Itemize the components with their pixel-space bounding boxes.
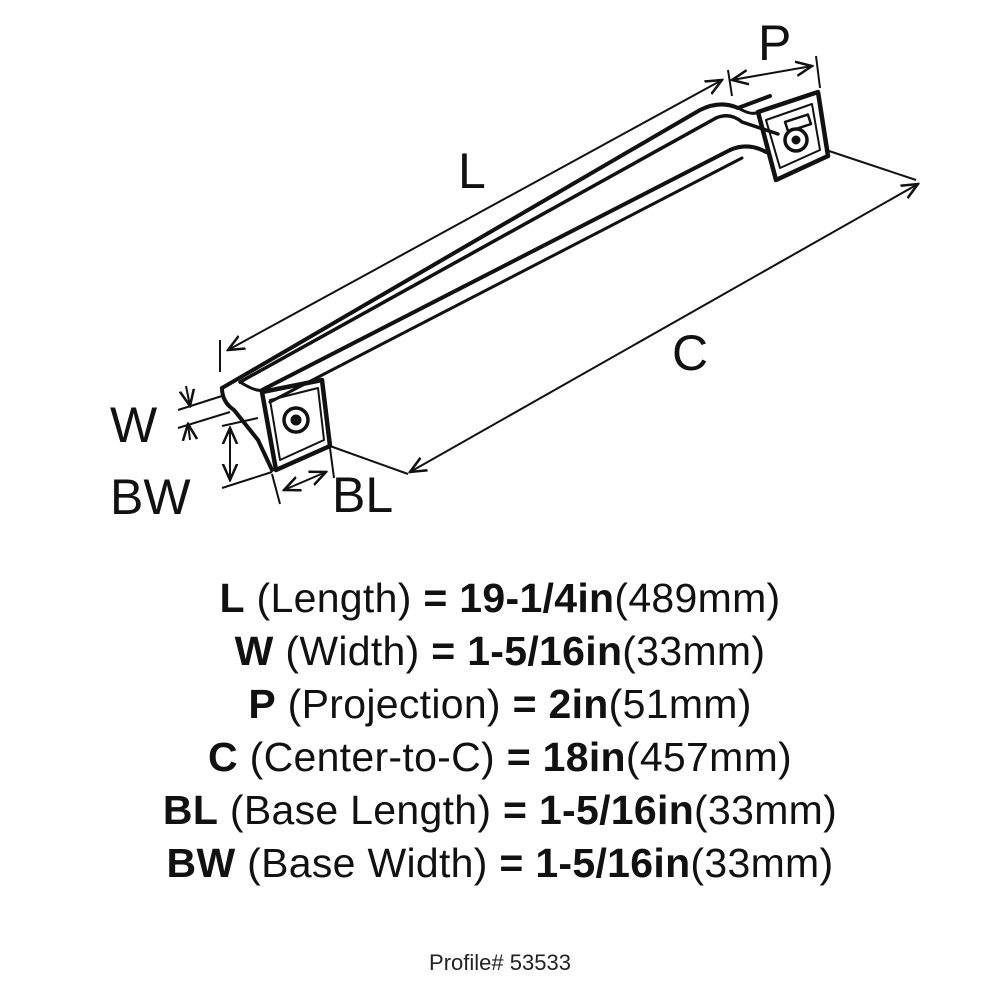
label-BW: BW [110, 469, 191, 525]
label-L: L [458, 143, 486, 199]
spec-projection: P (Projection) = 2in(51mm) [248, 681, 752, 727]
specification-list: L (Length) = 19-1/4in(489mm) W (Width) =… [0, 572, 1000, 890]
spec-base-width: BW (Base Width) = 1-5/16in(33mm) [166, 840, 834, 886]
dim-line-length [228, 80, 722, 350]
profile-number: Profile# 53533 [429, 950, 571, 975]
dim-line-center [410, 184, 918, 472]
spec-width: W (Width) = 1-5/16in(33mm) [234, 628, 766, 674]
dimension-lines [177, 55, 918, 505]
label-BL: BL [332, 467, 393, 523]
dim-line-projection [732, 66, 812, 80]
dim-line-width [186, 385, 190, 406]
spec-center-to-center: C (Center-to-C) = 18in(457mm) [208, 734, 792, 780]
label-C: C [672, 325, 708, 381]
handle-dimension-diagram: L P C W BW BL [110, 15, 1000, 525]
cabinet-pull-handle [220, 89, 831, 473]
label-P: P [758, 15, 791, 71]
label-W: W [110, 397, 158, 453]
spec-length: L (Length) = 19-1/4in(489mm) [219, 575, 781, 621]
dim-line-width-bottom [188, 424, 190, 440]
spec-base-length: BL (Base Length) = 1-5/16in(33mm) [162, 787, 838, 833]
dim-line-base-length [284, 472, 326, 490]
